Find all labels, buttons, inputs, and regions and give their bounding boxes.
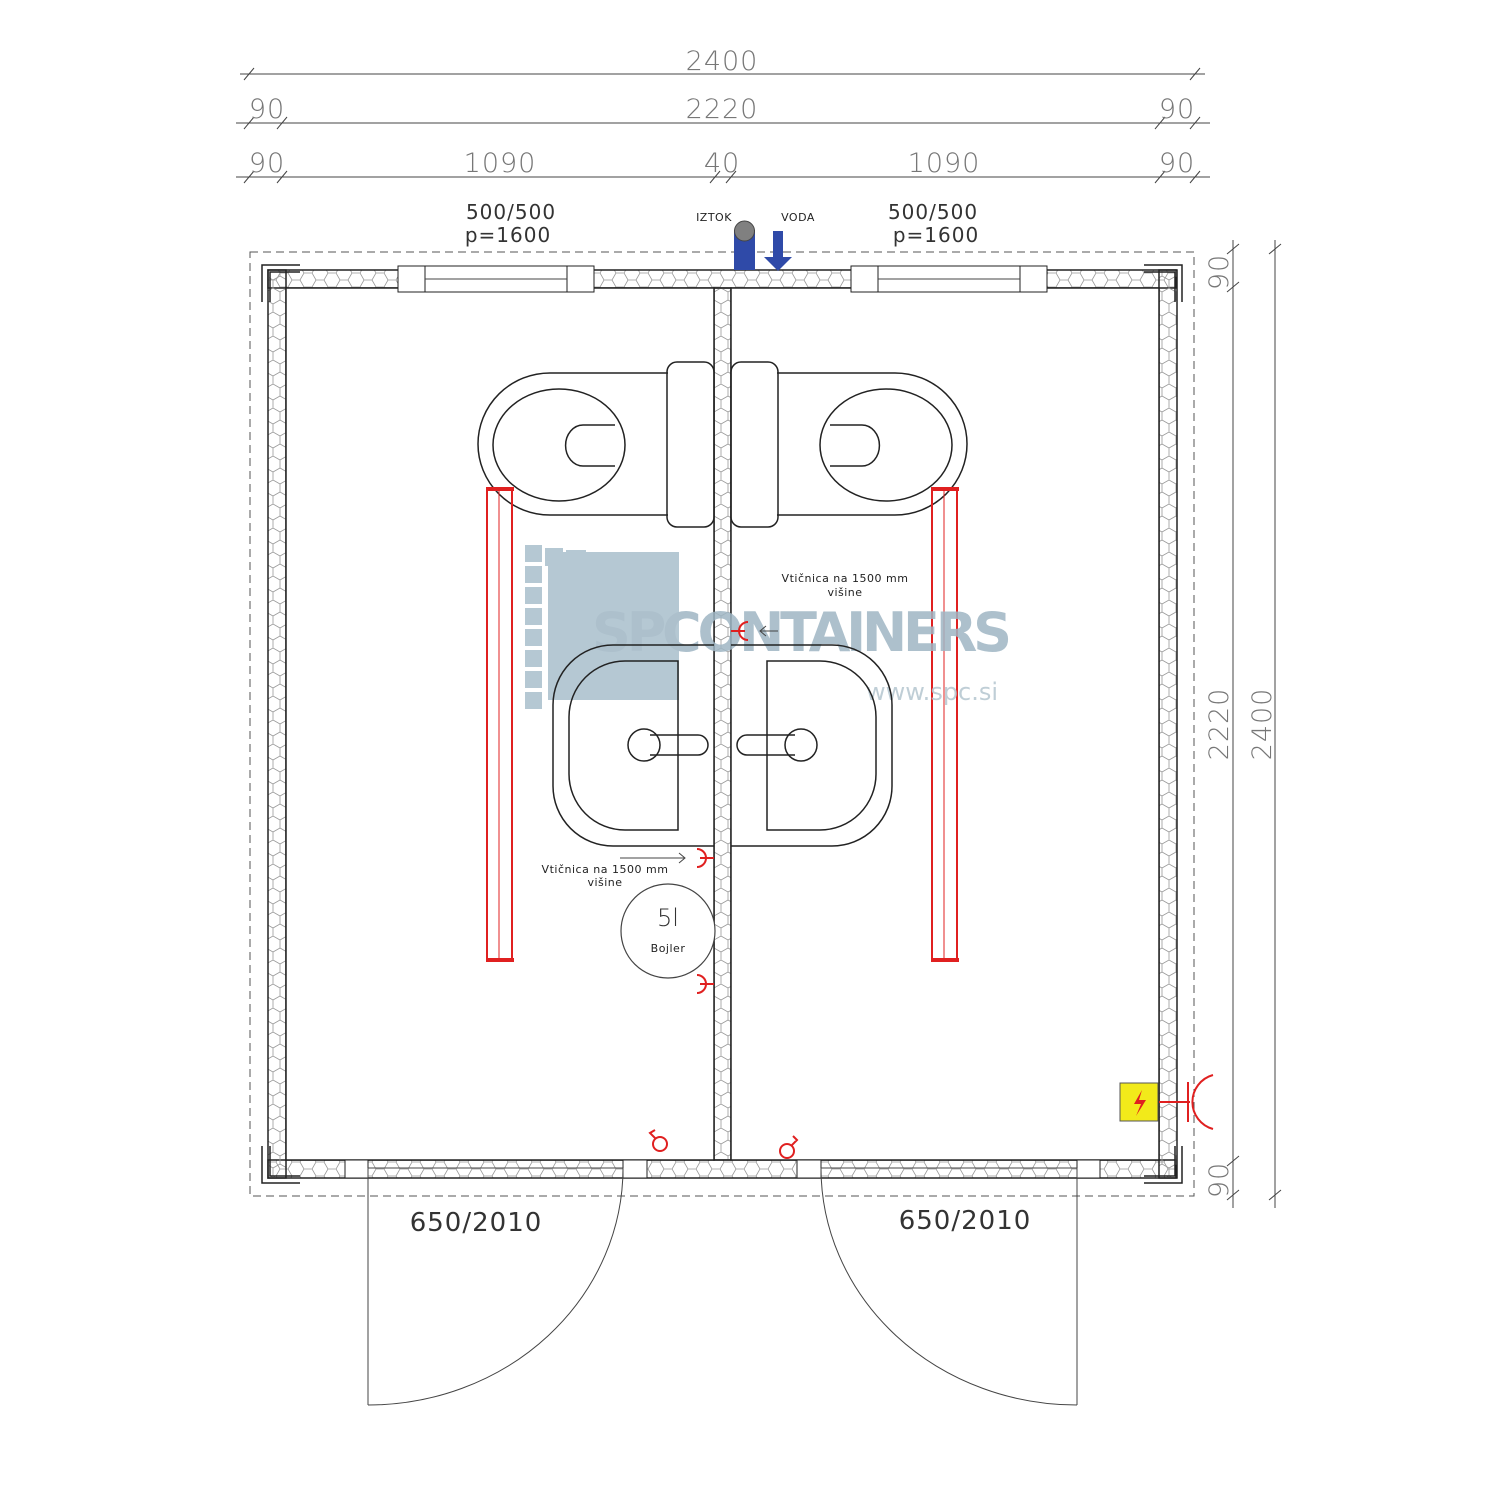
socket-left-note-1: Vtičnica na 1500 mm <box>542 863 669 876</box>
window-left <box>397 265 595 293</box>
lightning-icon <box>1134 1090 1146 1116</box>
dim-right-top-wall: 90 <box>1204 254 1235 290</box>
door-right <box>779 1135 1101 1406</box>
accessible-icon-left <box>648 1129 669 1152</box>
toilet-left <box>477 361 715 528</box>
dim-room-right: 1090 <box>908 148 981 179</box>
outflow-label: IZTOK <box>696 211 732 224</box>
dim-wall-right: 90 <box>1159 94 1195 125</box>
watermark-url: www.spc.si <box>866 678 998 706</box>
socket-right-arrow <box>759 625 778 637</box>
water-label: VODA <box>781 211 815 224</box>
sink-left <box>552 644 714 847</box>
accessible-icon-right <box>779 1135 799 1159</box>
room-left <box>285 287 715 1161</box>
window-right-parapet: p=1600 <box>893 223 979 247</box>
electrical-panel <box>1119 1074 1214 1130</box>
door-left-size: 650/2010 <box>410 1208 543 1238</box>
socket-left-icon <box>696 848 714 868</box>
window-left-size: 500/500 <box>466 200 556 224</box>
power-connection-icon <box>1159 1074 1214 1130</box>
socket-right-note-1: Vtičnica na 1500 mm <box>782 572 909 585</box>
window-right <box>850 265 1048 293</box>
container-outline <box>249 251 1195 1197</box>
sink-right <box>731 644 893 847</box>
socket-right-note-2: višine <box>827 586 862 599</box>
dim-partition: 40 <box>704 148 740 179</box>
dim-inner-width: 2220 <box>686 94 759 125</box>
boiler-volume: 5l <box>657 904 679 932</box>
watermark-logo: SPCONTAINERS www.spc.si <box>525 545 1012 709</box>
top-dimensions: 2400 90 2220 90 90 1090 40 1090 90 <box>236 46 1210 184</box>
socket-boiler-icon <box>696 974 714 994</box>
outflow-pipe-icon <box>734 220 755 270</box>
watermark-brand: SPCONTAINERS <box>592 601 1012 664</box>
window-left-parapet: p=1600 <box>465 223 551 247</box>
dim-seg-wall-left: 90 <box>249 148 285 179</box>
boiler-label: Bojler <box>651 942 686 955</box>
window-right-size: 500/500 <box>888 200 978 224</box>
dim-right-inner: 2220 <box>1204 688 1235 761</box>
dim-overall-width: 2400 <box>686 46 759 77</box>
door-left <box>344 1129 669 1406</box>
room-right <box>730 287 1160 1161</box>
socket-left-arrow <box>620 852 686 864</box>
right-dimensions: 90 2220 90 2400 <box>1204 240 1282 1208</box>
dim-right-bottom-wall: 90 <box>1204 1162 1235 1198</box>
water-inlet-arrow-icon <box>764 231 792 271</box>
grab-bar-left <box>486 487 514 962</box>
grab-bar-right <box>931 487 959 962</box>
dim-right-overall: 2400 <box>1247 688 1278 761</box>
socket-right-icon <box>731 621 749 641</box>
dim-room-left: 1090 <box>464 148 537 179</box>
toilet-right <box>730 361 968 528</box>
door-right-size: 650/2010 <box>899 1206 1032 1236</box>
socket-left-note-2: višine <box>587 876 622 889</box>
walls <box>261 264 1183 1184</box>
dim-seg-wall-right: 90 <box>1159 148 1195 179</box>
boiler: 5l Bojler <box>620 883 716 979</box>
dim-wall-left: 90 <box>249 94 285 125</box>
